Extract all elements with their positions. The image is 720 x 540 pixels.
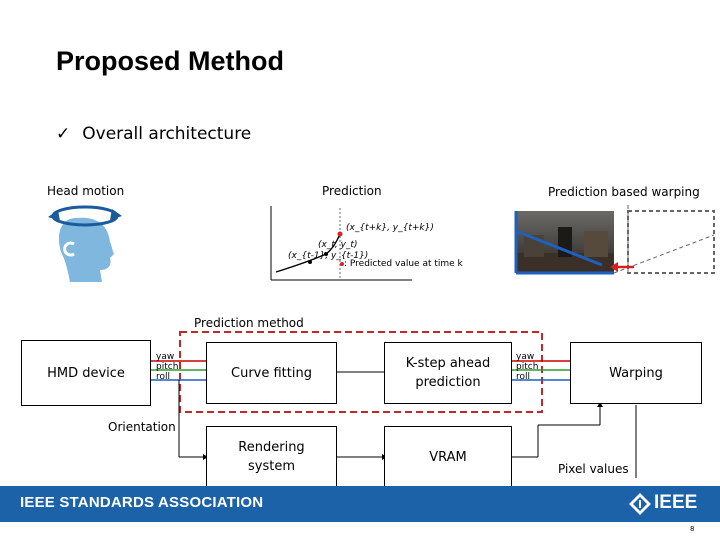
checkmark-icon: ✓ [56, 124, 71, 144]
hmd-device-text: HMD device [47, 365, 125, 381]
kstep-prediction-box: K-step ahead prediction [384, 342, 512, 404]
prediction-method-label: Prediction method [194, 316, 304, 330]
vram-text: VRAM [429, 449, 467, 465]
rendering-line1: Rendering [238, 440, 305, 455]
footer-org-name: IEEE STANDARDS ASSOCIATION [20, 494, 264, 511]
curve-fitting-box: Curve fitting [206, 342, 337, 404]
warping-label: Prediction based warping [548, 185, 700, 199]
plot-legend-text: : Predicted value at time k [344, 259, 463, 269]
warping-illustration [514, 205, 715, 275]
warping-box: Warping [570, 342, 702, 404]
kstep-line2: prediction [415, 375, 481, 390]
vram-box: VRAM [384, 426, 512, 488]
orientation-label: Orientation [108, 420, 176, 434]
ieee-brand-text: IEEE [654, 492, 698, 513]
plot-point-low-label: (x_{t-1}, y_{t-1}) [288, 251, 369, 261]
warping-text: Warping [609, 365, 663, 381]
bullet-text: Overall architecture [82, 124, 252, 144]
plot-point-top-label: (x_{t+k}, y_{t+k}) [346, 223, 434, 233]
signal-pitch-left: pitch [156, 362, 179, 372]
bullet-overall-architecture: ✓ Overall architecture [56, 124, 251, 144]
pixel-values-label: Pixel values [558, 462, 629, 476]
signal-roll-left: roll [156, 372, 171, 382]
hmd-device-box: HMD device [21, 340, 151, 406]
signal-yaw-right: yaw [516, 352, 535, 362]
footer-bar [0, 486, 720, 522]
head-motion-icon [48, 205, 122, 282]
curve-fitting-text: Curve fitting [231, 365, 312, 381]
slide-title: Proposed Method [56, 46, 284, 76]
ieee-diamond-icon [629, 493, 651, 515]
rendering-line2: system [248, 459, 295, 474]
plot-point-mid-label: (x_t, y_t) [318, 240, 358, 250]
page-number: 8 [690, 525, 695, 533]
diagram-connectors [150, 331, 637, 478]
prediction-label: Prediction [322, 184, 382, 198]
signal-roll-right: roll [516, 372, 531, 382]
prediction-plot [268, 204, 414, 284]
signal-pitch-right: pitch [516, 362, 539, 372]
rendering-system-box: Rendering system [206, 426, 337, 488]
head-motion-label: Head motion [47, 184, 125, 198]
signal-yaw-left: yaw [156, 352, 175, 362]
kstep-line1: K-step ahead [405, 356, 491, 371]
